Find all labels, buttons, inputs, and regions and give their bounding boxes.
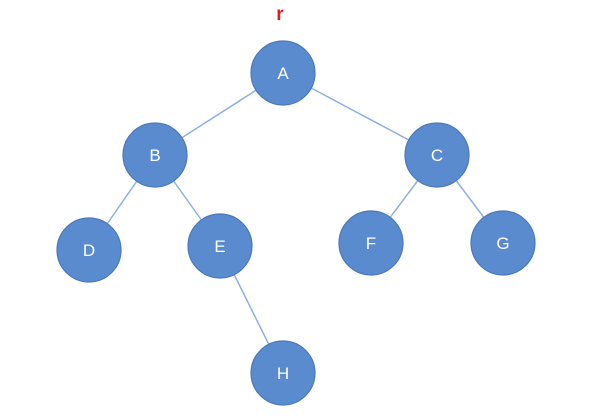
tree-node-b: B (122, 122, 188, 188)
node-circle (404, 122, 470, 188)
node-label: D (83, 241, 95, 260)
tree-node-d: D (56, 217, 122, 283)
node-circle (122, 122, 188, 188)
node-circle (338, 210, 404, 276)
tree-node-a: A (250, 40, 316, 106)
node-circle (250, 340, 316, 406)
tree-node-c: C (404, 122, 470, 188)
node-circle (470, 210, 536, 276)
node-label: B (149, 146, 160, 165)
node-circle (250, 40, 316, 106)
node-label: E (214, 237, 225, 256)
node-circle (187, 213, 253, 279)
edges-layer (88, 72, 504, 374)
node-label: H (277, 364, 289, 383)
root-marker-label: r (276, 4, 284, 25)
tree-node-f: F (338, 210, 404, 276)
node-circle (56, 217, 122, 283)
node-label: A (277, 64, 289, 83)
tree-node-g: G (470, 210, 536, 276)
node-label: F (366, 234, 376, 253)
tree-node-h: H (250, 340, 316, 406)
node-label: G (496, 234, 509, 253)
node-label: C (431, 146, 443, 165)
nodes-layer: A B C D E F G H (56, 40, 536, 406)
tree-node-e: E (187, 213, 253, 279)
